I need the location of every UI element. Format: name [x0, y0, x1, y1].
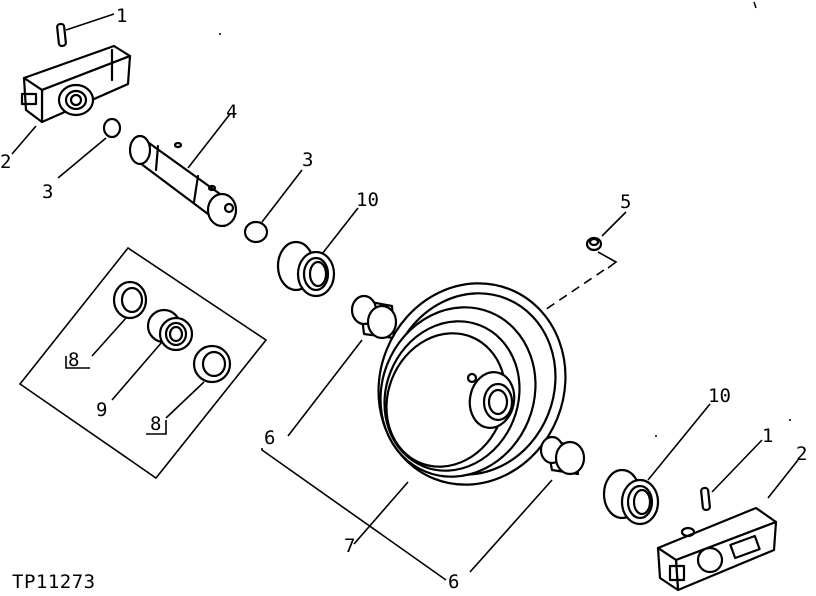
- scan-speck: [789, 419, 791, 421]
- callout-1-top: 1: [116, 5, 127, 27]
- service-kit-outline: [18, 246, 268, 480]
- leader-8-b: [165, 381, 205, 419]
- callout-3-left: 3: [42, 181, 53, 203]
- bearing-cone: [146, 308, 194, 352]
- leader-1-right: [711, 439, 763, 493]
- idler-wheel: [377, 282, 567, 486]
- callout-8-b: 8: [150, 413, 161, 435]
- leader-5: [601, 211, 627, 237]
- leader-8-a: [91, 317, 127, 357]
- leader-1-top: [65, 13, 115, 31]
- callout-3-middle: 3: [302, 149, 313, 171]
- seal-lower: [602, 468, 660, 526]
- bearing-cup-b: [192, 344, 232, 384]
- callout-6-upper: 6: [264, 427, 275, 449]
- scan-speck: [655, 435, 657, 437]
- leader-3-middle: [261, 169, 303, 223]
- callout-1-right: 1: [762, 425, 773, 447]
- bracket-8-b: [146, 420, 167, 435]
- plug: [585, 236, 603, 252]
- leader-4: [187, 113, 231, 169]
- callout-5: 5: [620, 191, 631, 213]
- leader-2-left: [11, 125, 37, 155]
- callout-10-upper: 10: [356, 189, 379, 211]
- leader-6-lower: [469, 479, 553, 573]
- callout-8-a: 8: [68, 349, 79, 371]
- figure-id: TP11273: [12, 571, 96, 593]
- scan-mark: [753, 1, 757, 9]
- end-block-right: [656, 506, 778, 592]
- leader-10-lower: [647, 403, 711, 481]
- callout-6-lower: 6: [448, 571, 459, 593]
- end-block-left: [20, 44, 132, 124]
- leader-5-bracket: [597, 251, 618, 269]
- pin-right: [700, 486, 711, 512]
- bushing-lower: [539, 435, 586, 476]
- bushing-upper: [350, 294, 398, 340]
- pin-top: [56, 22, 67, 48]
- callout-2-right: 2: [796, 443, 807, 465]
- bracket-8-a: [65, 356, 90, 369]
- leader-6-upper: [287, 339, 363, 437]
- shaft: [128, 134, 238, 228]
- callout-7: 7: [344, 535, 355, 557]
- callout-10-lower: 10: [708, 385, 731, 407]
- bracket-6: [261, 448, 447, 581]
- callout-2-left: 2: [0, 151, 11, 173]
- leader-2-right: [767, 459, 799, 499]
- scan-speck: [219, 33, 221, 35]
- callout-9: 9: [96, 399, 107, 421]
- leader-10-upper: [321, 207, 359, 255]
- leader-9: [111, 341, 163, 401]
- callout-4: 4: [226, 101, 237, 123]
- bearing-cup-a: [112, 280, 148, 320]
- seal-upper: [276, 240, 336, 298]
- o-ring-middle: [243, 220, 269, 244]
- leader-3-left: [57, 137, 107, 179]
- leader-7: [353, 481, 409, 545]
- o-ring-left: [102, 117, 122, 139]
